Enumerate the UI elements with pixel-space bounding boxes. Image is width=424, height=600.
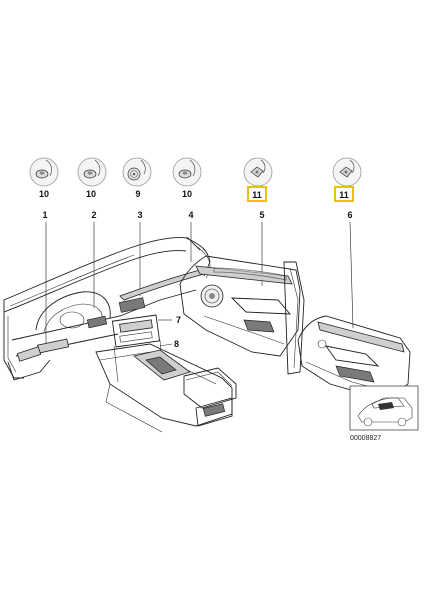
- clip-number-5: 11: [252, 190, 262, 200]
- car-thumbnail: [349, 385, 419, 431]
- clip-icon-1: [29, 157, 59, 187]
- clip-number-3: 9: [135, 189, 140, 199]
- front-door-panel-illustration: [179, 255, 305, 375]
- center-console-illustration: [95, 343, 237, 433]
- reference-code: 00008827: [350, 435, 381, 442]
- clip-number-1: 10: [39, 189, 49, 199]
- highlight-box-6: [334, 186, 354, 202]
- highlight-box-5: [247, 186, 267, 202]
- clip-icon-4: [172, 157, 202, 187]
- clip-icon-6: [332, 157, 362, 187]
- clip-number-4: 10: [182, 189, 192, 199]
- dashboard-illustration: [3, 237, 211, 383]
- clip-icon-2: [77, 157, 107, 187]
- callout-number-7: 7: [176, 315, 181, 325]
- clip-number-6: 11: [339, 190, 349, 200]
- callout-number-8: 8: [174, 339, 179, 349]
- clip-icon-3: [122, 157, 152, 187]
- callout-number-4: 4: [188, 210, 193, 220]
- callout-number-5: 5: [259, 210, 264, 220]
- callout-number-3: 3: [137, 210, 142, 220]
- callout-number-1: 1: [42, 210, 47, 220]
- clip-icon-5: [243, 157, 273, 187]
- callout-number-2: 2: [91, 210, 96, 220]
- callout-number-6: 6: [347, 210, 352, 220]
- clip-number-2: 10: [86, 189, 96, 199]
